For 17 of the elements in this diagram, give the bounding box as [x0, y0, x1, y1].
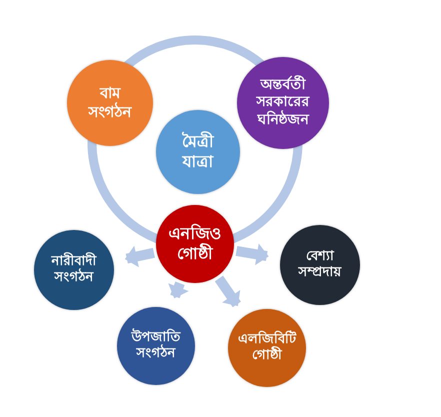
node-label: বেশ্যা সম্প্রদায় — [297, 248, 343, 282]
circle-node — [280, 225, 360, 305]
node-label: উপজাতি সংগঠন — [130, 330, 182, 362]
circle-node — [34, 230, 114, 310]
circle-node — [228, 309, 306, 387]
block-arrow — [124, 246, 155, 268]
block-arrow — [168, 281, 189, 298]
node-label: নারীবাদী সংগঠন — [50, 254, 98, 286]
block-arrow — [236, 244, 269, 266]
circle-node — [156, 205, 234, 283]
node-label: মৈত্রী যাত্রা — [181, 132, 216, 172]
block-arrow — [214, 276, 241, 308]
node-label: বাম সংগঠন — [87, 84, 133, 122]
node-label: অন্তর্বর্তী সরকারের ঘনিষ্ঠজন — [255, 76, 311, 130]
circle-node — [117, 307, 195, 385]
node-label: এলজিবিটি গোষ্ঠী — [237, 332, 298, 364]
node-label: এনজিও গোষ্ঠী — [168, 224, 222, 264]
